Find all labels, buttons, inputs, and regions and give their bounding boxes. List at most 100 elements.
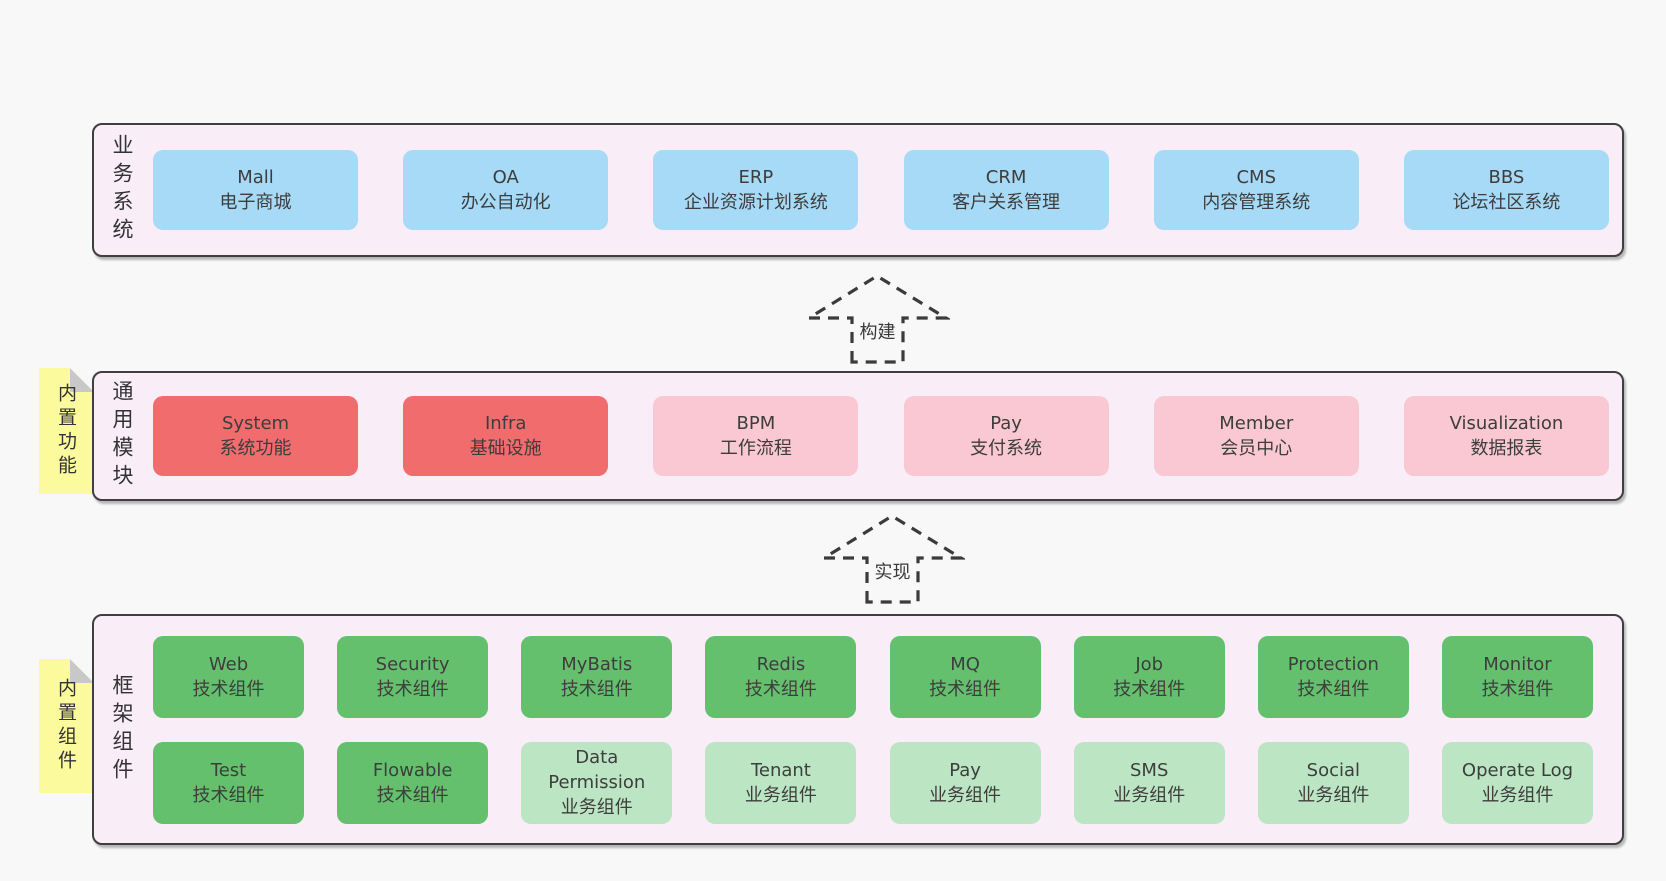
node-title: Mall [237,167,274,188]
node-system: System 系统功能 [153,396,358,476]
node-subtitle: 业务组件 [560,797,633,818]
node-tenant: Tenant 业务组件 [705,741,857,824]
node-subtitle: 业务组件 [1113,784,1186,806]
node-subtitle: 技术组件 [744,678,817,700]
node-crm: CRM 客户关系管理 [903,150,1109,230]
node-title: Security [375,653,450,675]
node-subtitle: 企业资源计划系统 [683,192,828,213]
node-title: Social [1306,759,1361,781]
node-subtitle: 内容管理系统 [1202,192,1311,213]
node-title: Visualization [1449,413,1564,434]
node-erp: ERP 企业资源计划系统 [653,150,859,230]
node-visualization: Visualization 数据报表 [1403,396,1609,476]
node-title: Monitor [1483,653,1552,675]
node-subtitle: 业务组件 [1297,784,1370,806]
node-mall: Mall 电子商城 [153,150,358,230]
node-protection: Protection 技术组件 [1257,635,1409,718]
node-subtitle: 业务组件 [1481,784,1554,806]
node-mq: MQ 技术组件 [889,635,1041,718]
node-cms: CMS 内容管理系统 [1153,150,1359,230]
node-subtitle: 技术组件 [560,678,633,700]
node-flowable: Flowable 技术组件 [337,741,489,824]
node-title: OA [492,167,519,188]
arrow-implement-label: 实现 [872,558,913,584]
node-subtitle: 工作流程 [719,438,792,459]
node-subtitle: 论坛社区系统 [1452,192,1561,213]
sticky-note-label: 内置组件 [55,678,77,774]
node-test: Test 技术组件 [153,741,304,824]
node-title: BPM [736,413,776,434]
node-subtitle: 技术组件 [192,784,265,806]
sticky-note-builtin-components: 内置组件 [39,659,94,793]
node-title: Flowable [372,759,453,781]
node-subtitle: 系统功能 [219,438,292,459]
node-subtitle: 数据报表 [1470,438,1543,459]
sticky-note-label: 内置功能 [55,383,77,479]
node-title: Web [208,653,249,675]
section-label-common-modules: 通用模块 [110,380,134,492]
node-security: Security 技术组件 [337,635,489,718]
node-subtitle: 技术组件 [929,678,1002,700]
arrow-build: 构建 [805,272,950,364]
node-title: CMS [1236,167,1277,188]
node-subtitle: 业务组件 [744,784,817,806]
node-title: Protection [1287,653,1379,675]
node-web: Web 技术组件 [153,635,304,718]
node-title: Operate Log [1461,759,1574,781]
node-title: Pay [949,759,981,781]
node-subtitle: 技术组件 [376,678,449,700]
dashed-up-arrow-icon [820,514,965,604]
node-subtitle: 技术组件 [376,784,449,806]
node-title: Data Permission [548,747,646,793]
node-title: Infra [484,413,527,434]
node-title: BBS [1488,167,1525,188]
node-bpm: BPM 工作流程 [653,396,859,476]
node-member: Member 会员中心 [1153,396,1359,476]
node-subtitle: 技术组件 [1481,678,1554,700]
node-title: MyBatis [561,653,633,675]
node-mybatis: MyBatis 技术组件 [521,635,673,718]
node-infra: Infra 基础设施 [403,396,609,476]
section-label-framework-components: 框架组件 [110,673,134,786]
node-subtitle: 技术组件 [1113,678,1186,700]
section-common-modules: 通用模块 System 系统功能 Infra 基础设施 BPM 工作流程 Pay 支付系统 Me… [92,371,1624,501]
node-subtitle: 电子商城 [219,192,292,213]
node-subtitle: 技术组件 [192,678,265,700]
node-title: CRM [985,167,1027,188]
node-title: Redis [756,653,806,675]
node-title: Job [1135,653,1164,675]
node-title: SMS [1130,759,1169,781]
node-data-permission: Data Permission 业务组件 [521,741,673,824]
node-subtitle: 支付系统 [970,438,1043,459]
node-subtitle: 客户关系管理 [952,192,1061,213]
arrow-implement: 实现 [820,512,965,604]
node-title: Member [1219,413,1294,434]
node-title: Tenant [750,759,811,781]
section-label-business-systems: 业务系统 [110,134,134,246]
node-title: Test [210,759,247,781]
node-title: MQ [950,653,980,675]
node-operate-log: Operate Log 业务组件 [1441,741,1593,824]
arrow-build-label: 构建 [857,318,898,344]
node-title: ERP [738,167,774,188]
node-monitor: Monitor 技术组件 [1441,635,1593,718]
node-job: Job 技术组件 [1073,635,1225,718]
box-row: System 系统功能 Infra 基础设施 BPM 工作流程 Pay 支付系统 Member 会… [153,396,1609,476]
node-subtitle: 技术组件 [1297,678,1370,700]
node-title: Pay [990,413,1022,434]
node-subtitle: 会员中心 [1220,438,1293,459]
node-title: System [221,413,290,434]
sticky-note-builtin-features: 内置功能 [39,368,94,494]
node-subtitle: 基础设施 [469,438,542,459]
node-redis: Redis 技术组件 [705,635,857,718]
node-sms: SMS 业务组件 [1073,741,1225,824]
node-pay: Pay 支付系统 [903,396,1109,476]
node-bbs: BBS 论坛社区系统 [1403,150,1609,230]
